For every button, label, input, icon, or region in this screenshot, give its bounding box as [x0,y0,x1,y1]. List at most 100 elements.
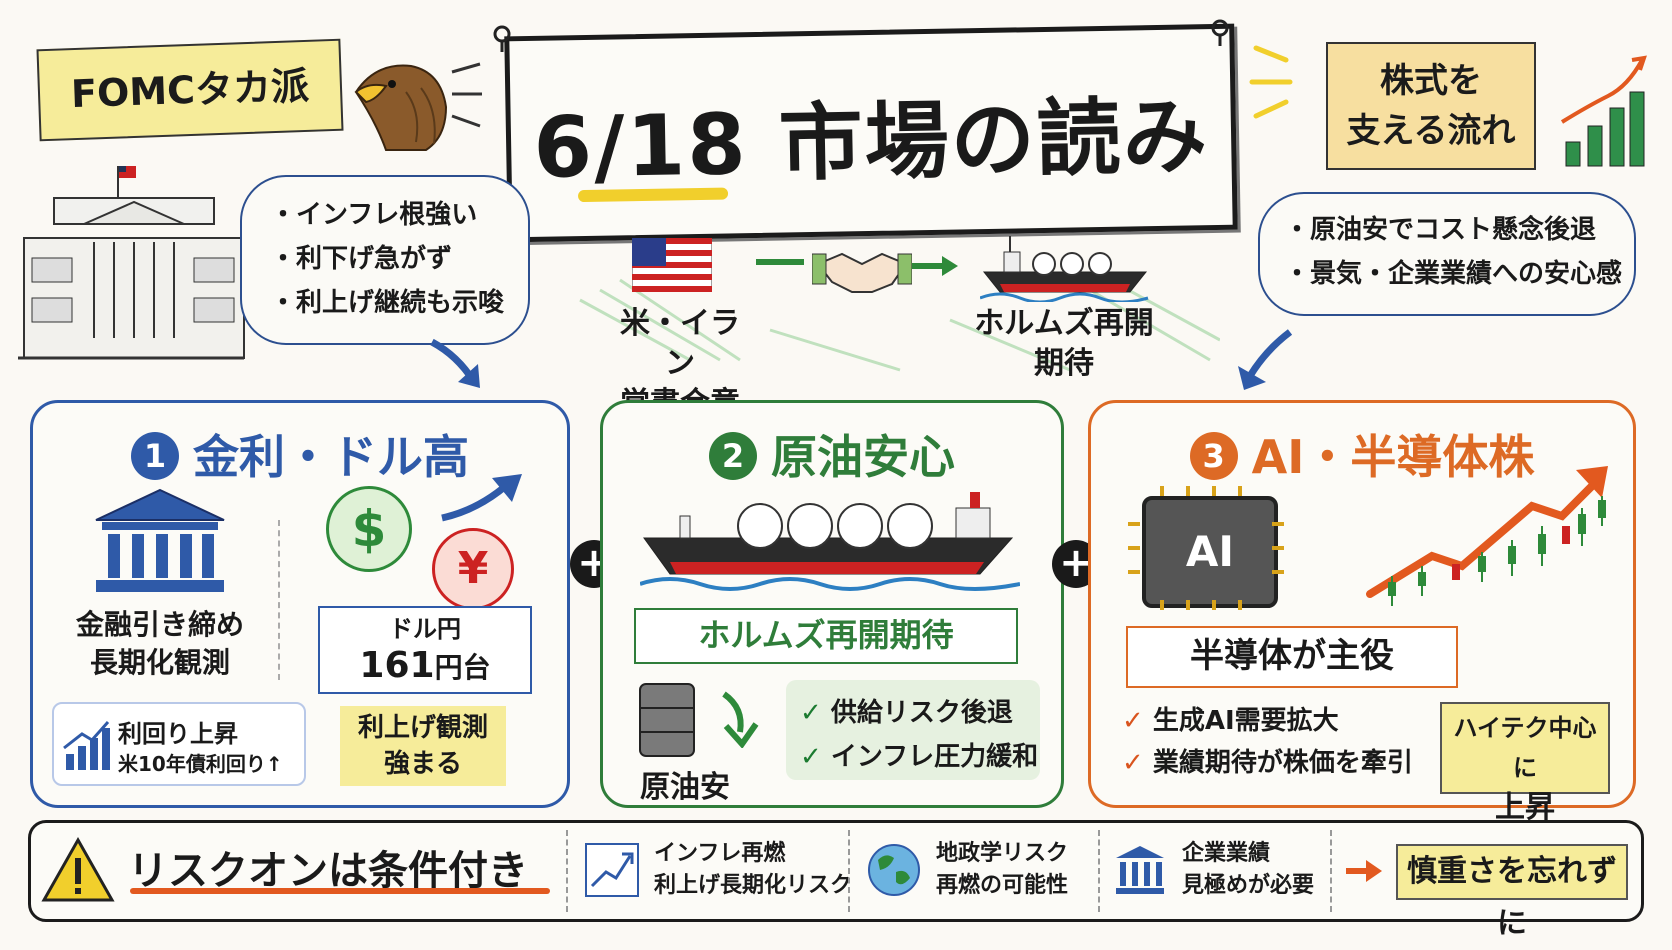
check-icon: ✓ [1122,748,1144,778]
hitech-line: ハイテク中心に [1453,714,1597,782]
arrow-up-right-icon [441,474,522,522]
divider [278,520,280,680]
arrow-down-icon [1238,329,1293,390]
lng-tanker-icon [980,236,1149,302]
stocks-label-line: 株式を [1380,61,1482,101]
title-underline [577,187,729,203]
bubble-line: ・利上げ継続も示唆 [270,288,505,318]
divider [848,830,850,912]
risk-inflation: インフレ再燃 利上げ長期化リスク [654,838,852,902]
pin-icon [493,25,511,52]
hormuz-line: ホルムズ再開 [974,306,1154,341]
usdjpy-unit: 円台 [434,651,491,684]
chip-pins-icon [1128,486,1284,610]
risk-headline: リスクオンは条件付き [128,848,528,894]
bank-caption: 金融引き締め 長期化観測 [70,606,250,682]
hitech-line: 上昇 [1495,790,1555,825]
panel-title-text: 原油安心 [771,430,955,484]
yield-line: 米10年債利回り↑ [118,752,283,776]
federal-reserve-building-icon [18,166,245,360]
bubble-line: ・景気・企業業績への安心感 [1284,259,1623,289]
title-date: 6/18 [532,95,749,197]
arrow-down-icon [722,691,759,748]
panel-title: 2 原油安心 [603,421,1061,487]
bubble-line: ・原油安でコスト懸念後退 [1284,215,1597,245]
risk-earnings: 企業業績 見極めが必要 [1182,838,1314,902]
oil-barrel-icon [639,683,695,757]
yield-line: 利回り上昇 [118,720,238,748]
headline-underline [130,888,550,894]
hike-line: 利上げ観測 [357,713,488,743]
check-text: 業績期待が株価を牽引 [1152,748,1413,778]
divider [1098,830,1100,912]
panel-title: 3 AI・半導体株 [1091,421,1633,487]
inflation-chart-icon [585,843,639,897]
oil-effect-checks: ✓ 供給リスク後退 ✓ インフレ圧力緩和 [786,680,1040,780]
fomc-hawkish-label: FOMCタカ派 [36,38,344,142]
yield-chart-icon [63,721,110,770]
check-icon: ✓ [800,742,822,772]
warning-icon [41,836,115,902]
bank-caption-line: 長期化観測 [89,646,230,679]
divider [566,830,568,912]
divider [1330,830,1332,912]
oil-price-down-label: 原油安 [640,770,730,805]
page-title: 市場の読み [777,87,1210,193]
risk-line: 見極めが必要 [1182,873,1315,898]
handshake-icon [812,252,912,293]
lng-tanker-icon [640,492,1020,591]
stocks-support-label: 株式を 支える流れ [1326,42,1536,170]
green-scribble-background [579,278,1220,372]
us-iran-line: 米・イラン [620,306,740,381]
hawk-icon [354,64,448,151]
yield-box: 利回り上昇 米10年債利回り↑ [52,702,306,786]
panel-title-text: 金利・ドル高 [193,430,469,484]
risk-line: 企業業績 [1182,841,1271,866]
bubble-line: ・利下げ急がず [270,244,453,274]
panel-number: 1 [131,432,179,480]
globe-icon [868,844,920,896]
usdjpy-label: ドル円 [389,615,461,643]
ai-chip-icon: AI [1142,496,1278,608]
semiconductor-lead-box: 半導体が主役 [1126,626,1458,688]
rate-hike-expectation-box: 利上げ観測 強まる [340,706,506,786]
risk-line: 再燃の可能性 [936,873,1069,898]
bank-caption-line: 金融引き締め [75,608,244,641]
bank-icon [1116,846,1164,894]
caution-box: 慎重さを忘れずに [1396,844,1628,941]
check-text: 供給リスク後退 [830,698,1013,728]
sparkle-lines-icon [1249,45,1293,119]
panel-title-text: AI・半導体株 [1251,430,1535,484]
risk-geopolitical: 地政学リスク 再燃の可能性 [936,838,1068,902]
yen-coin-icon: ¥ [432,528,514,610]
usdjpy-value: 161 [359,645,435,686]
check-text: インフレ圧力緩和 [830,742,1039,772]
bank-icon [95,488,225,592]
us-flag-icon [632,238,712,292]
arrow-right-icon [912,256,958,276]
stocks-speech-bubble: ・原油安でコスト懸念後退 ・景気・企業業績への安心感 [1258,192,1636,316]
panel-title: 1 金利・ドル高 [33,421,567,487]
rising-candlestick-chart-icon [1366,466,1608,606]
check-icon: ✓ [1122,706,1144,736]
risk-line: 利上げ長期化リスク [654,873,853,898]
pin-icon [1211,19,1229,46]
check-text: 生成AI需要拡大 [1152,706,1339,736]
rising-bar-chart-icon [1560,55,1647,167]
motion-lines-icon [451,62,482,128]
title-card: 6/18 市場の読み [504,23,1238,243]
panel-number: 2 [709,432,757,480]
bubble-line: ・インフレ根強い [270,200,478,230]
hike-line: 強まる [383,749,462,779]
hitech-rise-box: ハイテク中心に 上昇 [1440,702,1610,825]
arrow-down-icon [430,338,480,388]
fomc-speech-bubble: ・インフレ根強い ・利下げ急がず ・利上げ継続も示唆 [240,175,530,345]
panel-number: 3 [1189,432,1238,480]
risk-line: インフレ再燃 [654,841,786,866]
arrow-right-icon [1346,860,1382,882]
risk-line: 地政学リスク [936,841,1069,866]
dollar-coin-icon: $ [326,486,412,572]
hormuz-line: 期待 [1034,346,1094,381]
check-icon: ✓ [800,698,822,728]
usdjpy-box: ドル円 161円台 [318,606,532,694]
